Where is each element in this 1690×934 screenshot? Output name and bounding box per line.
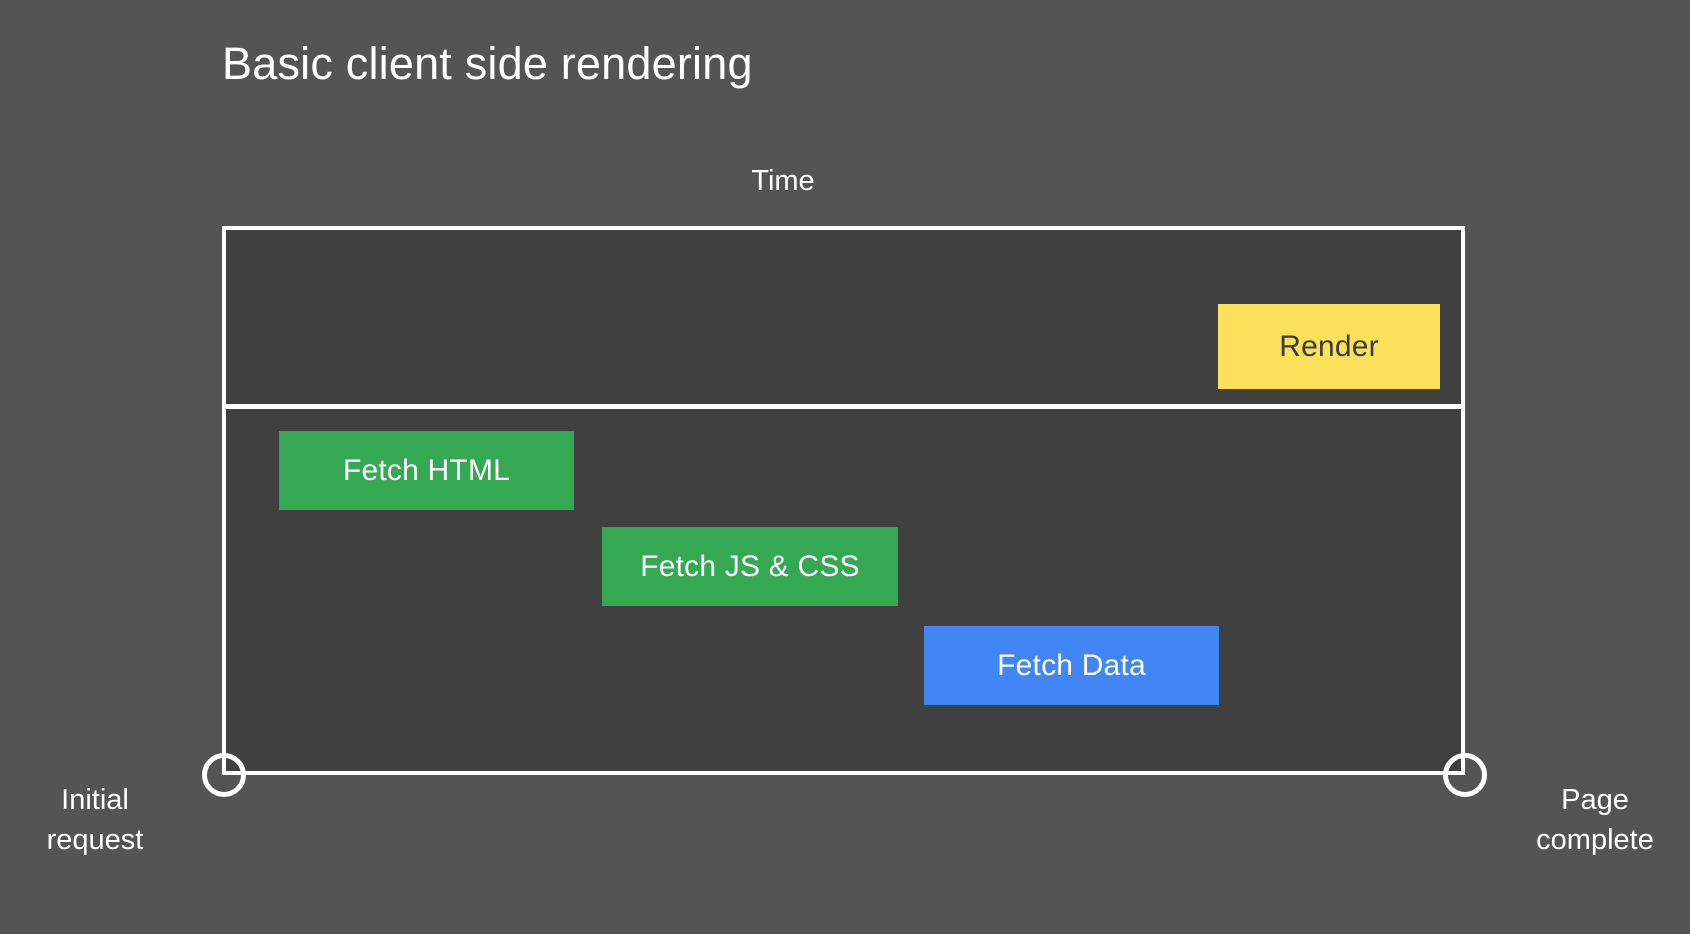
start-endpoint-caption-line-1: Initial — [61, 784, 129, 816]
time-axis-label-text: Time — [751, 165, 815, 197]
end-endpoint-caption-line-1: Page — [1561, 784, 1629, 816]
start-endpoint-caption: Initial request — [0, 780, 190, 860]
task-bar-fetch-data[interactable]: Fetch Data — [924, 626, 1219, 705]
time-axis-label: Time — [0, 165, 1690, 198]
task-bar-fetch-html-label: Fetch HTML — [342, 453, 511, 487]
page-title: Basic client side rendering — [222, 38, 753, 89]
lane-divider — [222, 404, 1465, 409]
task-bar-fetch-js-css-label: Fetch JS & CSS — [640, 549, 860, 583]
task-bar-fetch-js-css[interactable]: Fetch JS & CSS — [602, 527, 898, 606]
task-bar-render[interactable]: Render — [1218, 304, 1440, 389]
start-circle-icon — [202, 753, 246, 797]
end-circle-icon — [1443, 753, 1487, 797]
task-bar-render-label: Render — [1279, 329, 1379, 363]
start-endpoint-caption-line-2: request — [46, 824, 144, 856]
task-bar-fetch-data-label: Fetch Data — [997, 648, 1146, 682]
end-endpoint-caption-line-2: complete — [1536, 824, 1654, 856]
end-endpoint-caption: Page complete — [1500, 780, 1690, 860]
task-bar-fetch-html[interactable]: Fetch HTML — [279, 431, 574, 510]
